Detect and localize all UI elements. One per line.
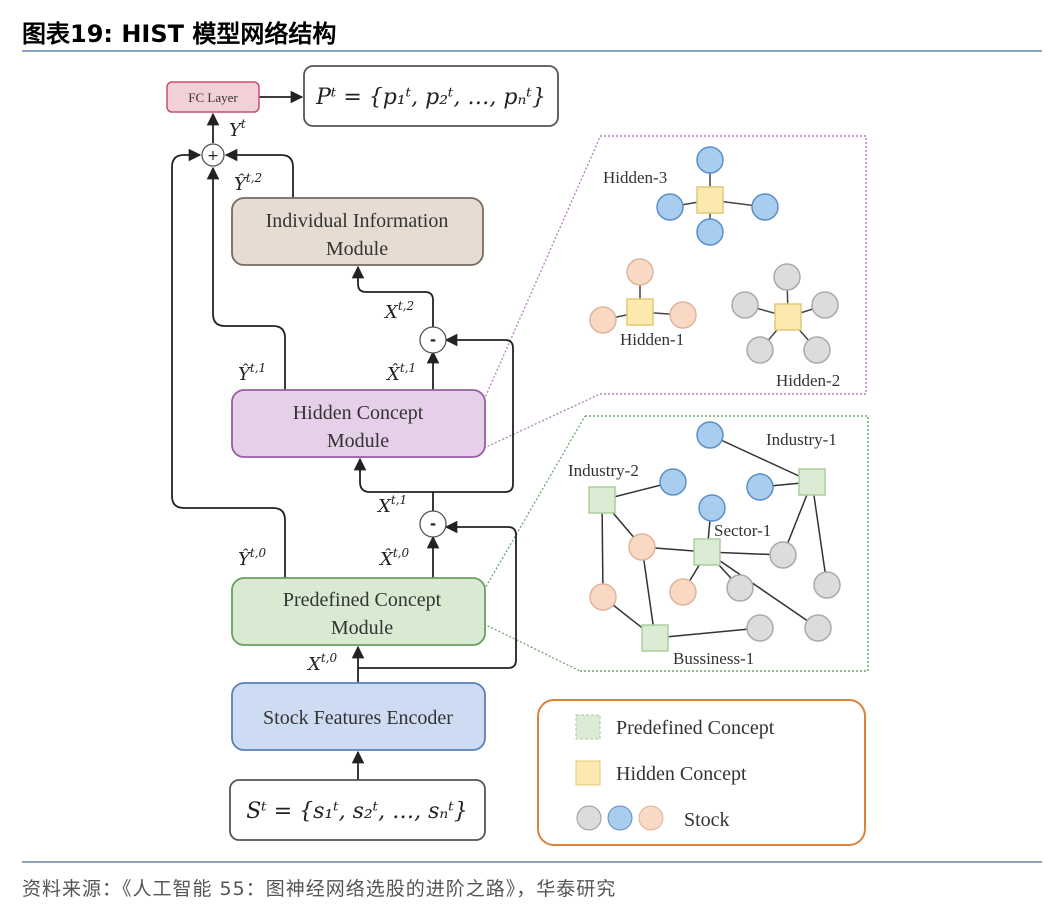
legend-predefined-label: Predefined Concept (616, 717, 775, 739)
predefined-concept-panel (580, 415, 869, 672)
flow-labels: Yt Ŷt,2 Xt,2 Ŷt,1 X̂t,1 Xt,1 Ŷt,0 X̂t,0 … (229, 117, 416, 675)
hidden-graph-labels: Hidden-3 Hidden-1 Hidden-2 (603, 168, 840, 390)
stock-node-orange (589, 533, 697, 611)
predefined-concept-swatch (575, 714, 601, 740)
predefined-concept-graph (588, 421, 841, 652)
minus-symbol: - (430, 331, 436, 349)
source-note: 资料来源：《人工智能 55：图神经网络选股的进阶之路》，华泰研究 (22, 878, 617, 900)
fc-layer-label: FC Layer (188, 90, 238, 105)
stock-node-gray (726, 541, 841, 642)
legend: Predefined Concept Hidden Concept Stock (537, 699, 866, 846)
hidden-concept-swatch (575, 760, 601, 786)
module-label: Module (327, 430, 389, 452)
legend-hidden-label: Hidden Concept (616, 763, 747, 785)
label-y-hat-0: Ŷt,0 (238, 546, 267, 570)
input-formula: Sᵗ = {s₁ᵗ, s₂ᵗ, …, sₙᵗ} (246, 799, 468, 824)
minus-symbol: - (430, 515, 436, 533)
hidden-3-label: Hidden-3 (603, 168, 667, 187)
output-box: Pᵗ = {p₁ᵗ, p₂ᵗ, …, pₙᵗ} (303, 65, 559, 127)
stock-swatch-blue (607, 805, 633, 831)
module-label: Hidden Concept (293, 402, 424, 424)
bussiness-1-label: Bussiness-1 (673, 649, 754, 668)
label-x-1: Xt,1 (376, 493, 407, 517)
stock-node-blue (656, 146, 779, 246)
predefined-graph-labels: Industry-1 Industry-2 Sector-1 Bussiness… (568, 430, 837, 668)
label-x-hat-0: X̂t,0 (378, 546, 409, 570)
hidden-1-label: Hidden-1 (620, 330, 684, 349)
title-divider (22, 50, 1042, 52)
predefined-concept-node (588, 468, 826, 652)
footer-divider (22, 861, 1042, 863)
fc-layer-box: FC Layer (166, 81, 260, 113)
label-y-hat-1: Ŷt,1 (238, 361, 266, 385)
hidden-concept-node (626, 186, 802, 331)
input-box: Sᵗ = {s₁ᵗ, s₂ᵗ, …, sₙᵗ} (229, 779, 486, 841)
minus-node-2: - (419, 326, 447, 354)
label-x-2: Xt,2 (383, 299, 414, 323)
hidden-funnel-lines (483, 136, 601, 449)
predefined-concept-module: Predefined Concept Module (231, 577, 486, 646)
module-label: Individual Information (266, 210, 449, 232)
module-label: Predefined Concept (283, 589, 442, 611)
module-label: Module (326, 238, 388, 260)
industry-1-label: Industry-1 (766, 430, 837, 449)
minus-node-1: - (419, 510, 447, 538)
stock-node-blue (659, 421, 774, 522)
stock-node-gray (731, 263, 839, 364)
legend-stock-label: Stock (684, 809, 730, 831)
flow-arrows (171, 90, 517, 780)
industry-2-label: Industry-2 (568, 461, 639, 480)
plus-node: + (201, 143, 225, 167)
sector-1-label: Sector-1 (714, 521, 771, 540)
stock-swatch-gray (576, 805, 602, 831)
individual-information-module: Individual Information Module (231, 197, 484, 266)
figure-title: 图表19: HIST 模型网络结构 (22, 20, 337, 48)
stock-features-encoder: Stock Features Encoder (231, 682, 486, 751)
stock-swatch-orange (638, 805, 664, 831)
label-x-0: Xt,0 (306, 651, 337, 675)
hidden-concept-panel (600, 135, 867, 395)
hidden-concept-graphs (589, 146, 839, 364)
module-label: Stock Features Encoder (263, 707, 453, 729)
stock-node-orange (589, 258, 697, 334)
label-x-hat-1: X̂t,1 (385, 361, 416, 385)
label-y: Yt (229, 117, 246, 141)
hidden-concept-module: Hidden Concept Module (231, 389, 486, 458)
output-formula: Pᵗ = {p₁ᵗ, p₂ᵗ, …, pₙᵗ} (315, 85, 546, 110)
plus-symbol: + (207, 148, 219, 164)
module-label: Module (331, 617, 393, 639)
predefined-funnel-lines (483, 415, 586, 672)
label-y-hat-2: Ŷt,2 (234, 171, 262, 195)
hidden-2-label: Hidden-2 (776, 371, 840, 390)
